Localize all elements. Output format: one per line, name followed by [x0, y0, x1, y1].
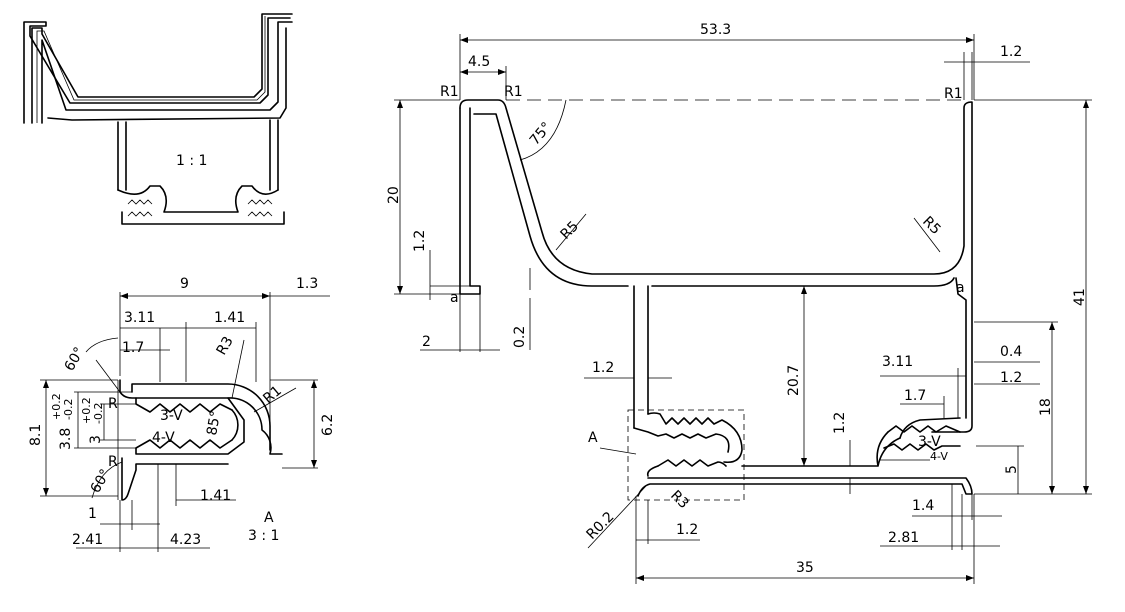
dim-detail-height-slot: 3.8	[58, 428, 74, 450]
dim-lip-width: 4.5	[468, 54, 490, 70]
dim-height-total: 41	[1072, 288, 1088, 306]
small-profile-view: 1 : 1	[23, 13, 293, 225]
dim-detail-angle-tooth: 85°	[204, 409, 224, 436]
dim-foot-right: 1.4	[912, 498, 934, 514]
tol-tooth-plus: +0.2	[80, 397, 93, 424]
dim-base-width: 35	[796, 560, 814, 576]
arrowheads	[43, 37, 1089, 581]
main-profile: 53.3 4.5 1.2 R1 R1 R1 75° R5 R5 20 1.2 2…	[386, 22, 1092, 584]
tol-tooth-minus: -0.2	[92, 403, 105, 424]
small-view-scale: 1 : 1	[176, 153, 207, 169]
dim-width: 53.3	[700, 22, 731, 38]
dim-detail-foot: 1	[88, 506, 97, 522]
dim-detail-height-tooth: 3	[88, 435, 104, 444]
dim-right-step: 0.4	[1000, 344, 1022, 360]
dim-height-right: 18	[1038, 398, 1054, 416]
dim-groove-width-right: 1.7	[904, 388, 926, 404]
dim-lip-foot: 2	[422, 334, 431, 350]
dim-foot-right-offset: 2.81	[888, 530, 919, 546]
detail-view-scale: 3 : 1	[248, 528, 279, 544]
radius-top-mid: R1	[504, 84, 523, 100]
dim-detail-angle-top: 60°	[62, 344, 88, 374]
label-teeth-right: 3-V	[918, 434, 941, 450]
dim-right-wall: 1.2	[1000, 370, 1022, 386]
radius-right-fillet: R5	[919, 214, 943, 238]
dim-detail-groove: 1.41	[214, 310, 245, 326]
dim-detail-pitch: 3.11	[124, 310, 155, 326]
dim-detail-width: 9	[180, 276, 189, 292]
detail-view-a: 9 1.3 3.11 1.41 1.7 R3 R1 60° 60° 85° R …	[28, 276, 336, 552]
radius-top-left: R1	[440, 84, 459, 100]
dim-base-thickness: 1.2	[832, 412, 848, 434]
dim-lip-gap: 0.2	[512, 326, 528, 348]
label-teeth-top: 3-V	[160, 408, 183, 424]
dim-groove-pitch-right: 3.11	[882, 354, 913, 370]
dim-detail-height-total: 8.1	[28, 424, 44, 446]
label-a-left: a	[450, 290, 459, 306]
dim-base-left-offset: 1.2	[676, 522, 698, 538]
dim-height-foot: 5	[1004, 465, 1020, 474]
dim-detail-base-len: 4.23	[170, 532, 201, 548]
radius-corner: R0.2	[584, 509, 618, 543]
dim-detail-lip: 1.3	[296, 276, 318, 292]
dim-lip-return: 1.2	[412, 230, 428, 252]
detail-a-box	[627, 409, 745, 501]
dim-wall-right: 1.2	[1000, 44, 1022, 60]
dim-detail-angle-bottom: 60°	[88, 466, 114, 496]
dim-detail-r3: R3	[214, 334, 237, 358]
radius-groove: R3	[667, 488, 691, 512]
dim-web-height: 20.7	[786, 365, 802, 396]
radius-top-right: R1	[944, 86, 963, 102]
dim-detail-left-offset: 2.41	[72, 532, 103, 548]
detail-callout-label: A	[588, 430, 598, 446]
tol-slot-minus: -0.2	[62, 399, 75, 420]
tol-slot-plus: +0.2	[50, 393, 63, 420]
label-r-bottom: R	[108, 454, 118, 470]
dim-detail-groove-low: 1.41	[200, 488, 231, 504]
label-teeth-right-low: 4-V	[930, 450, 948, 463]
detail-view-label: A	[264, 510, 274, 526]
label-teeth-bottom: 4-V	[152, 430, 175, 446]
dim-detail-tooth: 1.7	[122, 340, 144, 356]
dim-angle-lip: 75°	[527, 119, 555, 148]
dim-detail-height-right: 6.2	[320, 414, 336, 436]
label-a-right: a	[956, 280, 965, 296]
dim-height-lip: 20	[386, 186, 402, 204]
dim-web-thickness: 1.2	[592, 360, 614, 376]
radius-left-fillet: R5	[558, 218, 582, 242]
